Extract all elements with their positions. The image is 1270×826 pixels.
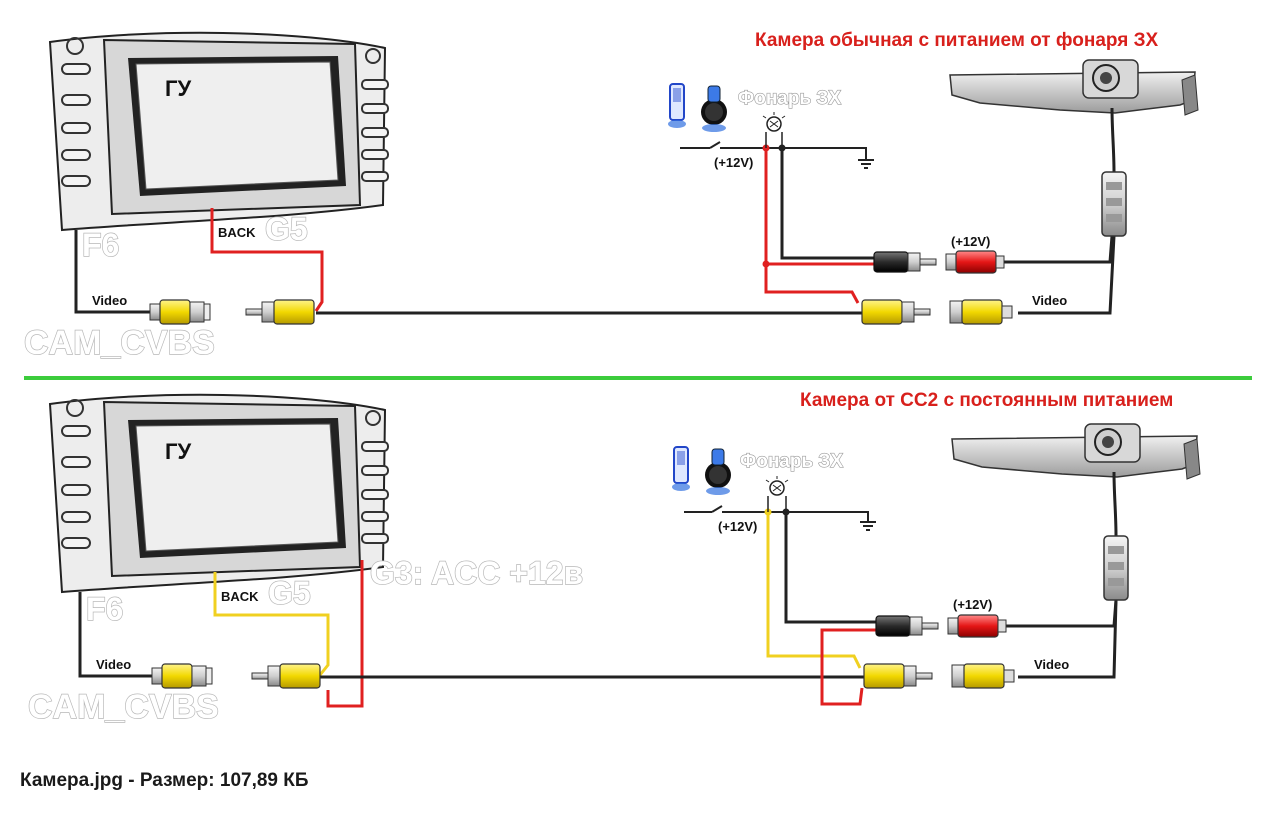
panel-title: Камера обычная с питанием от фонаря ЗХ: [755, 30, 1159, 51]
lamp-circuit: [684, 511, 869, 522]
plus12-lamp-label: (+12V): [718, 519, 757, 534]
image-caption: Камера.jpg - Размер: 107,89 КБ: [20, 770, 309, 791]
lamp-icon: [667, 83, 728, 133]
back-wire: [213, 572, 330, 676]
plus12-lamp-label: (+12V): [714, 155, 753, 170]
video-right-label: Video: [1034, 657, 1069, 672]
lamp-label: Фонарь ЗХ: [740, 451, 843, 472]
pin-g3-label: G3: ACC +12в: [370, 555, 583, 591]
switch-icon: [711, 505, 723, 513]
video-right-label: Video: [1032, 293, 1067, 308]
rca-socket-power: [945, 250, 1005, 274]
bulb-leads: [765, 132, 783, 148]
cam-cvbs-label: CAM_CVBS: [24, 324, 215, 362]
lamp-label: Фонарь ЗХ: [738, 88, 841, 109]
rca-socket-camera: [949, 299, 1013, 325]
rca-plug-power: [875, 615, 939, 637]
back-label: BACK: [221, 589, 259, 604]
bulb-icon: [762, 111, 786, 132]
video-left-label: Video: [96, 657, 131, 672]
rca-socket-power: [947, 614, 1007, 638]
pin-g5-label: G5: [268, 575, 311, 611]
rca-plug-cable: [251, 663, 321, 689]
panel-title: Камера от СС2 с постоянным питанием: [800, 390, 1173, 411]
head-unit-icon: [49, 31, 389, 231]
rca-plug-power: [873, 251, 937, 273]
junction-dot: [762, 260, 770, 268]
switch-icon: [709, 141, 721, 149]
rca-socket-hu: [149, 299, 211, 325]
video-wire-hu: [78, 592, 152, 678]
lamp-icon: [671, 446, 732, 496]
ground-icon: [858, 159, 874, 169]
video-wire-camera: [1018, 235, 1116, 315]
panel-bottom: Камера от СС2 с постоянным питанием ГУ Ф…: [27, 390, 1202, 727]
power-wire-camera: [1000, 599, 1118, 628]
acc-wire: [326, 560, 364, 708]
camera-icon: [950, 422, 1202, 602]
power-wire-camera: [1000, 235, 1114, 264]
back-wire: [210, 208, 324, 312]
lamp-plus-wire: [764, 148, 860, 304]
lamp-circuit: [680, 147, 867, 160]
rca-socket-hu: [151, 663, 213, 689]
back-label: BACK: [218, 225, 256, 240]
video-left-label: Video: [92, 293, 127, 308]
acc-to-power-wire: [820, 628, 876, 706]
pin-g5-label: G5: [265, 211, 308, 247]
bulb-leads: [767, 496, 787, 512]
plus12-camera-label: (+12V): [953, 597, 992, 612]
plus12-camera-label: (+12V): [951, 234, 990, 249]
ground-wire: [784, 512, 876, 624]
rca-plug-cable: [245, 299, 315, 325]
video-wire-hu: [74, 230, 150, 314]
camera-icon: [948, 58, 1200, 238]
divider: [24, 376, 1252, 380]
head-unit-label: ГУ: [165, 439, 191, 464]
head-unit-icon: [49, 393, 389, 593]
panel-top: Камера обычная с питанием от фонаря ЗХ Г…: [23, 30, 1200, 363]
head-unit-label: ГУ: [165, 76, 191, 101]
bulb-icon: [765, 475, 789, 496]
cam-cvbs-label: CAM_CVBS: [28, 688, 219, 726]
rca-plug-cable-end: [861, 299, 931, 325]
pin-f6-label: F6: [86, 591, 123, 627]
rca-socket-camera: [951, 663, 1015, 689]
pin-f6-label: F6: [82, 227, 119, 263]
lamp-plus-wire: [766, 512, 862, 669]
ground-wire: [780, 148, 875, 260]
ground-icon: [860, 521, 876, 531]
rca-plug-cable-end: [863, 663, 933, 689]
